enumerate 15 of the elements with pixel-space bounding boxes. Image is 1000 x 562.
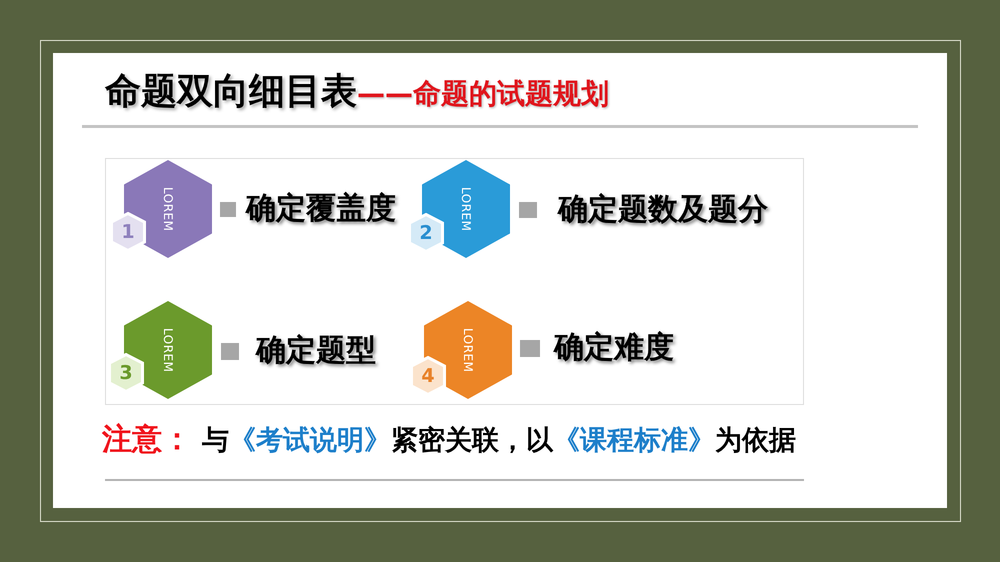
vertical-label: LOREM: [162, 328, 174, 372]
slide-title: 命题双向细目表: [105, 70, 357, 114]
step-heading: 确定难度: [554, 330, 674, 366]
step-heading: 确定题型: [256, 333, 376, 369]
hexagon: [422, 160, 510, 258]
step-heading: 确定覆盖度: [246, 191, 396, 227]
hexagon: [124, 160, 212, 258]
hexagon: [424, 301, 512, 399]
note-text: 与《考试说明》紧密关联，以《课程标准》为依据: [202, 425, 796, 458]
vertical-label: LOREM: [460, 186, 472, 232]
step-heading: 确定题数及题分: [558, 192, 768, 228]
subtitle: ——命题的试题规划: [357, 77, 609, 111]
note-label: 注意：: [102, 422, 192, 458]
vertical-label: LOREM: [462, 328, 474, 372]
vertical-label: LOREM: [162, 186, 174, 232]
